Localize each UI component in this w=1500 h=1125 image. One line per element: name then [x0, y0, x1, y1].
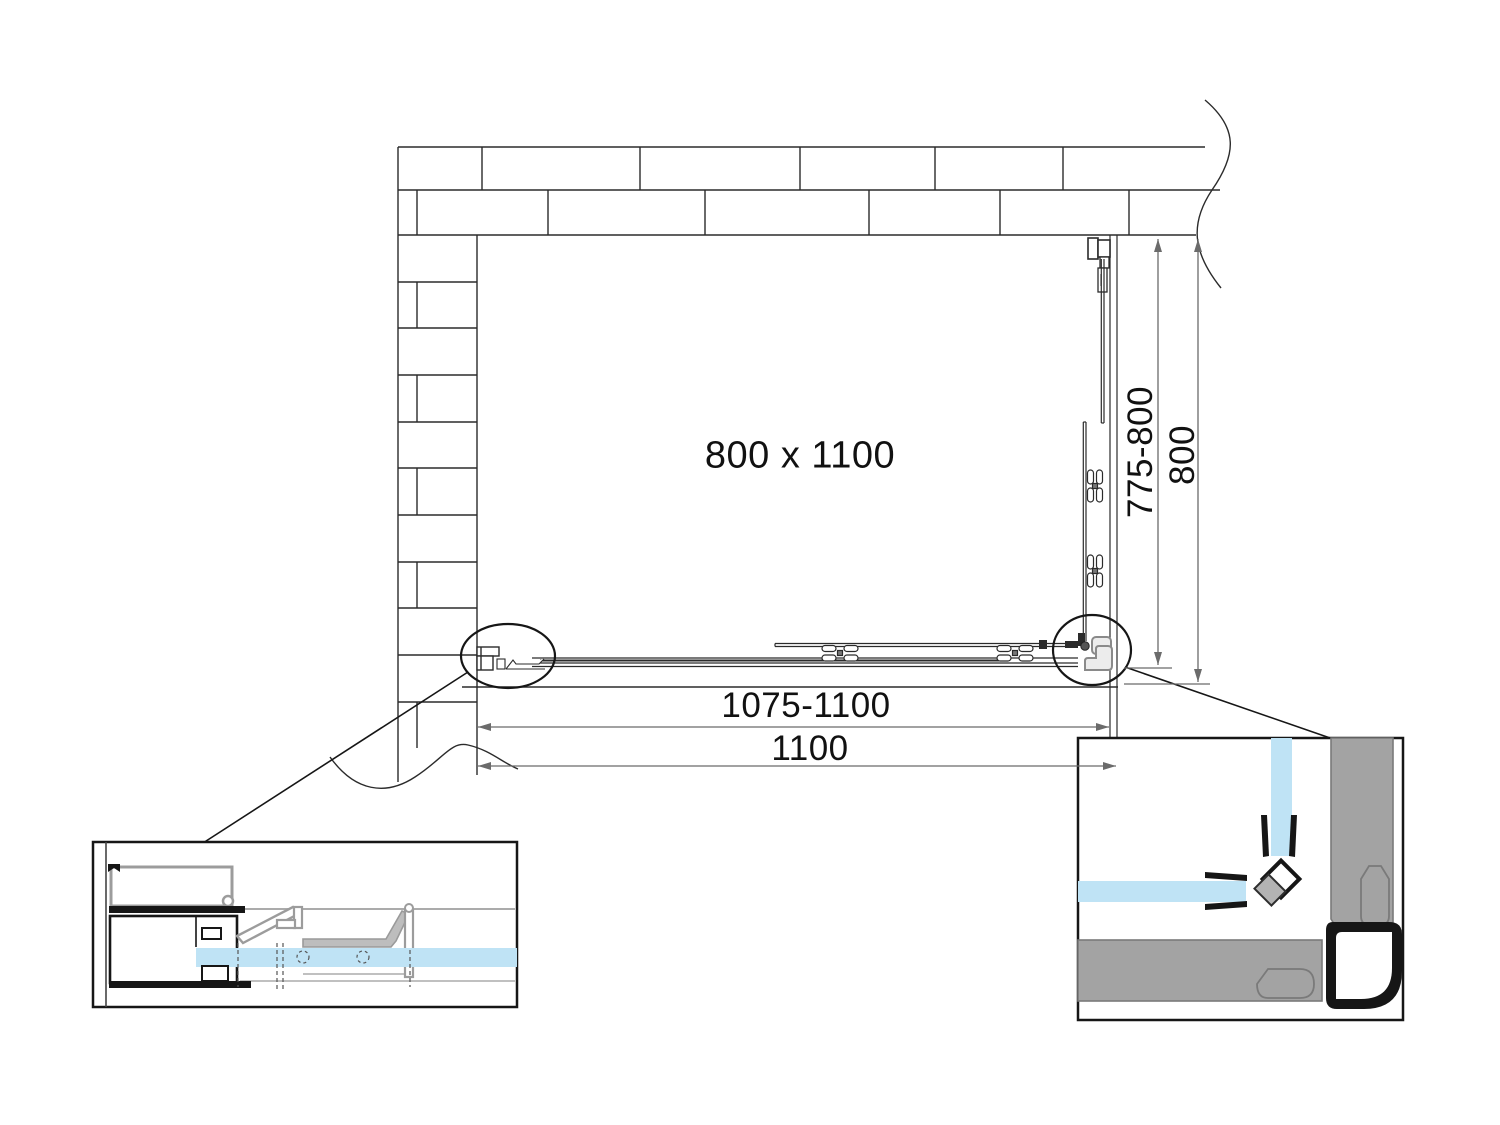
brick-wall-left — [329, 147, 519, 789]
glass-pane — [1078, 881, 1246, 902]
brick-wall-top — [398, 99, 1231, 289]
glass-pane — [1271, 738, 1292, 856]
glass-pane — [196, 948, 517, 967]
detail-ellipse-right — [1051, 613, 1133, 687]
detail-ellipse-left — [459, 622, 557, 690]
detail-callouts — [202, 613, 1334, 844]
dim-label-depth-total: 800 — [1163, 425, 1202, 485]
front-sliding-door — [462, 640, 1118, 688]
magnet-block — [1253, 873, 1287, 907]
glass-clamp — [1039, 640, 1047, 649]
detail-inset-wall-profile — [91, 840, 519, 1009]
corner-floor-profile — [1077, 939, 1323, 1002]
detail-inset-corner-joint — [1076, 736, 1405, 1022]
side-panel — [1082, 235, 1118, 779]
wall-break-line-right — [1196, 99, 1231, 289]
corner-fittings — [1065, 633, 1113, 671]
leader-line-right — [1124, 666, 1334, 740]
dim-label-width-range: 1075-1100 — [721, 686, 891, 725]
roller-clamp — [996, 644, 1034, 662]
dim-label-depth-range: 775-800 — [1121, 386, 1160, 518]
dim-label-width-total: 1100 — [771, 729, 849, 768]
roller-clamp — [1086, 554, 1104, 588]
corner-wall-profile — [1330, 737, 1394, 934]
wall-break-line-bottom — [329, 743, 519, 789]
wall-profile-top — [1087, 237, 1111, 293]
dimension-lines — [478, 239, 1210, 770]
roller-clamp — [1086, 469, 1104, 503]
roller-clamp — [821, 644, 859, 662]
leader-line-left — [202, 671, 469, 844]
wall-profile-mini — [476, 646, 545, 671]
size-label: 800 x 1100 — [704, 434, 896, 477]
